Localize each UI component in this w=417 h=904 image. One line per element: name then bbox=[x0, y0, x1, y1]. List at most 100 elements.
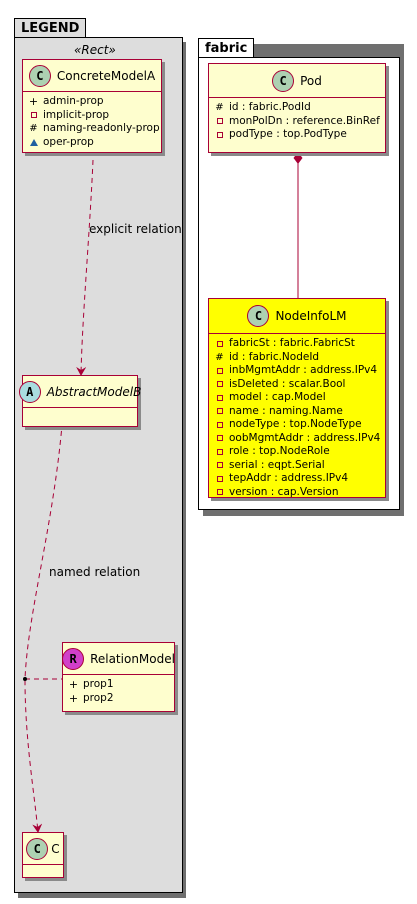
class-name: Pod bbox=[300, 73, 322, 88]
attribute-text: oper-prop bbox=[43, 135, 94, 148]
class-name: ConcreteModelA bbox=[56, 68, 156, 83]
class-attribute: isDeleted : scalar.Bool bbox=[215, 378, 379, 392]
private-visibility-icon bbox=[215, 367, 224, 374]
class-attribute: + prop1 bbox=[69, 678, 168, 692]
legend-package: LEGEND bbox=[14, 18, 183, 893]
public-visibility-icon: + bbox=[28, 95, 39, 108]
class-attribute: monPolDn : reference.BinRef bbox=[215, 114, 380, 129]
class-r-icon: R bbox=[62, 647, 85, 670]
private-visibility-icon bbox=[215, 408, 224, 415]
public-visibility-icon: + bbox=[68, 678, 79, 691]
class-abstract-model-b[interactable]: A AbstractModelB bbox=[18, 375, 141, 427]
class-c-icon: C bbox=[247, 305, 270, 327]
named-relation-label: named relation bbox=[49, 565, 141, 579]
class-node-info-lm[interactable]: C NodeInfoLM fabricSt : fabric.FabricSt #… bbox=[208, 298, 386, 498]
class-attribute: inbMgmtAddr : address.IPv4 bbox=[215, 364, 379, 378]
class-name: NodeInfoLM bbox=[275, 309, 347, 323]
attribute-text: nodeType : top.NodeType bbox=[229, 418, 362, 430]
class-attribute: + prop2 bbox=[69, 692, 168, 706]
class-attribute: serial : eqpt.Serial bbox=[215, 459, 379, 473]
class-attribute: oobMgmtAddr : address.IPv4 bbox=[215, 431, 381, 446]
class-header: A AbstractModelB bbox=[18, 376, 141, 408]
attribute-text: admin-prop bbox=[43, 95, 104, 107]
attribute-text: fabricSt : fabric.FabricSt bbox=[229, 337, 355, 349]
composition-diamond bbox=[293, 152, 303, 164]
explicit-relation-label: explicit relation bbox=[89, 222, 182, 236]
class-c-icon: C bbox=[28, 64, 51, 87]
class-attribute: # id : fabric.PodId bbox=[215, 101, 379, 115]
private-visibility-icon bbox=[215, 118, 224, 125]
attribute-text: isDeleted : scalar.Bool bbox=[229, 377, 346, 390]
class-attribute: + admin-prop bbox=[29, 95, 155, 109]
legend-stereotype: «Rect» bbox=[74, 43, 116, 57]
private-visibility-icon bbox=[215, 448, 224, 455]
class-attribute: role : top.NodeRole bbox=[215, 445, 379, 459]
legend-package-tab: LEGEND bbox=[14, 18, 87, 38]
fabric-package-tab: fabric bbox=[198, 38, 255, 58]
class-attribute: tepAddr : address.IPv4 bbox=[215, 472, 379, 486]
private-visibility-icon bbox=[215, 131, 224, 138]
class-c[interactable]: C C bbox=[22, 832, 64, 878]
class-attribute: podType : top.PodType bbox=[215, 128, 379, 142]
attribute-text: podType : top.PodType bbox=[229, 128, 347, 140]
private-visibility-icon bbox=[215, 421, 224, 428]
class-attribute: nodeType : top.NodeType bbox=[215, 418, 379, 432]
attribute-text: inbMgmtAddr : address.IPv4 bbox=[229, 364, 378, 376]
class-header: C C bbox=[23, 833, 63, 865]
package-visibility-icon bbox=[29, 138, 38, 146]
attribute-text: id : fabric.PodId bbox=[229, 101, 311, 113]
attribute-text: role : top.NodeRole bbox=[229, 445, 330, 457]
class-name: RelationModel bbox=[90, 651, 175, 666]
class-attribute: implicit-prop bbox=[29, 109, 155, 123]
class-name: AbstractModelB bbox=[46, 384, 142, 399]
attribute-text: implicit-prop bbox=[43, 108, 110, 121]
class-name: C bbox=[51, 841, 60, 856]
class-attribute: oper-prop bbox=[29, 136, 155, 150]
class-attribute: #naming-readonly-prop bbox=[29, 122, 159, 136]
attribute-text: prop2 bbox=[83, 691, 114, 704]
class-a-icon: A bbox=[18, 380, 41, 403]
class-header: R RelationModel bbox=[62, 643, 175, 675]
attribute-text: version : cap.Version bbox=[229, 485, 339, 498]
attribute-text: name : naming.Name bbox=[229, 404, 343, 417]
class-header: C Pod bbox=[209, 64, 385, 98]
class-attribute: model : cap.Model bbox=[215, 391, 379, 405]
class-c-icon: C bbox=[26, 837, 49, 860]
named-relation-edge bbox=[24, 412, 64, 833]
private-visibility-icon bbox=[215, 340, 224, 347]
attribute-text: monPolDn : reference.BinRef bbox=[229, 114, 380, 127]
association-point bbox=[23, 677, 27, 681]
class-header: C NodeInfoLM bbox=[209, 299, 385, 334]
private-visibility-icon bbox=[215, 475, 224, 482]
public-visibility-icon: + bbox=[68, 691, 79, 705]
private-visibility-icon bbox=[29, 112, 38, 119]
protected-visibility-icon: # bbox=[215, 351, 224, 363]
class-attribute: #id : fabric.NodeId bbox=[215, 351, 379, 365]
class-c-icon: C bbox=[272, 69, 295, 92]
class-attribute: version : cap.Version bbox=[215, 486, 379, 500]
class-relation-model[interactable]: R RelationModel + prop1 + prop2 bbox=[62, 642, 175, 712]
attribute-text: model : cap.Model bbox=[229, 391, 326, 403]
explicit-relation-edge bbox=[76, 159, 94, 376]
class-header: C ConcreteModelA bbox=[23, 60, 161, 92]
private-visibility-icon bbox=[215, 462, 224, 469]
class-attributes: + prop1 + prop2 bbox=[63, 675, 174, 707]
class-attribute: name : naming.Name bbox=[215, 405, 379, 419]
class-attribute: fabricSt : fabric.FabricSt bbox=[215, 337, 379, 351]
private-visibility-icon bbox=[215, 489, 224, 496]
protected-visibility-icon: # bbox=[29, 123, 38, 134]
class-attributes: fabricSt : fabric.FabricSt #id : fabric.N… bbox=[209, 334, 385, 501]
attribute-text: oobMgmtAddr : address.IPv4 bbox=[229, 431, 381, 444]
attribute-text: prop1 bbox=[83, 678, 114, 690]
attribute-text: tepAddr : address.IPv4 bbox=[229, 472, 349, 484]
private-visibility-icon bbox=[215, 435, 224, 442]
private-visibility-icon bbox=[215, 394, 224, 401]
protected-visibility-icon: # bbox=[215, 102, 224, 113]
attribute-text: serial : eqpt.Serial bbox=[229, 458, 325, 471]
